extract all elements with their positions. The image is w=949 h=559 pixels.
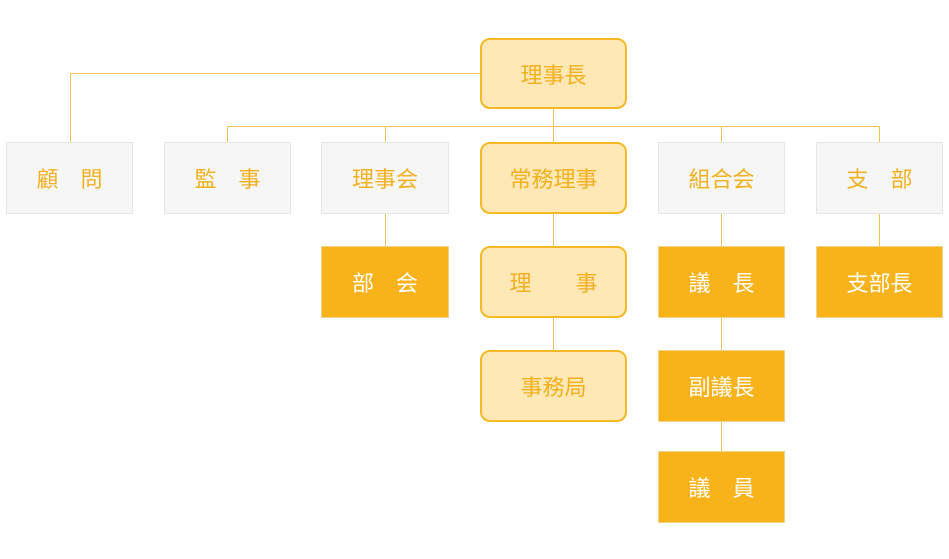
node-member: 議 員 bbox=[658, 451, 785, 523]
node-advisor: 顧 問 bbox=[6, 142, 133, 214]
node-board: 理事会 bbox=[321, 142, 449, 214]
connector-chairman-advisor bbox=[70, 73, 481, 142]
node-director: 理 事 bbox=[480, 246, 627, 318]
node-secretariat: 事務局 bbox=[480, 350, 627, 422]
node-executive-director: 常務理事 bbox=[480, 142, 627, 214]
node-speaker: 議 長 bbox=[658, 246, 785, 318]
node-branch-head: 支部長 bbox=[816, 246, 943, 318]
node-union-assembly: 組合会 bbox=[658, 142, 785, 214]
node-auditor: 監 事 bbox=[164, 142, 291, 214]
node-section-meeting: 部 会 bbox=[321, 246, 449, 318]
node-chairman: 理事長 bbox=[480, 38, 627, 109]
node-branch: 支 部 bbox=[816, 142, 943, 214]
node-vice-speaker: 副議長 bbox=[658, 350, 785, 422]
